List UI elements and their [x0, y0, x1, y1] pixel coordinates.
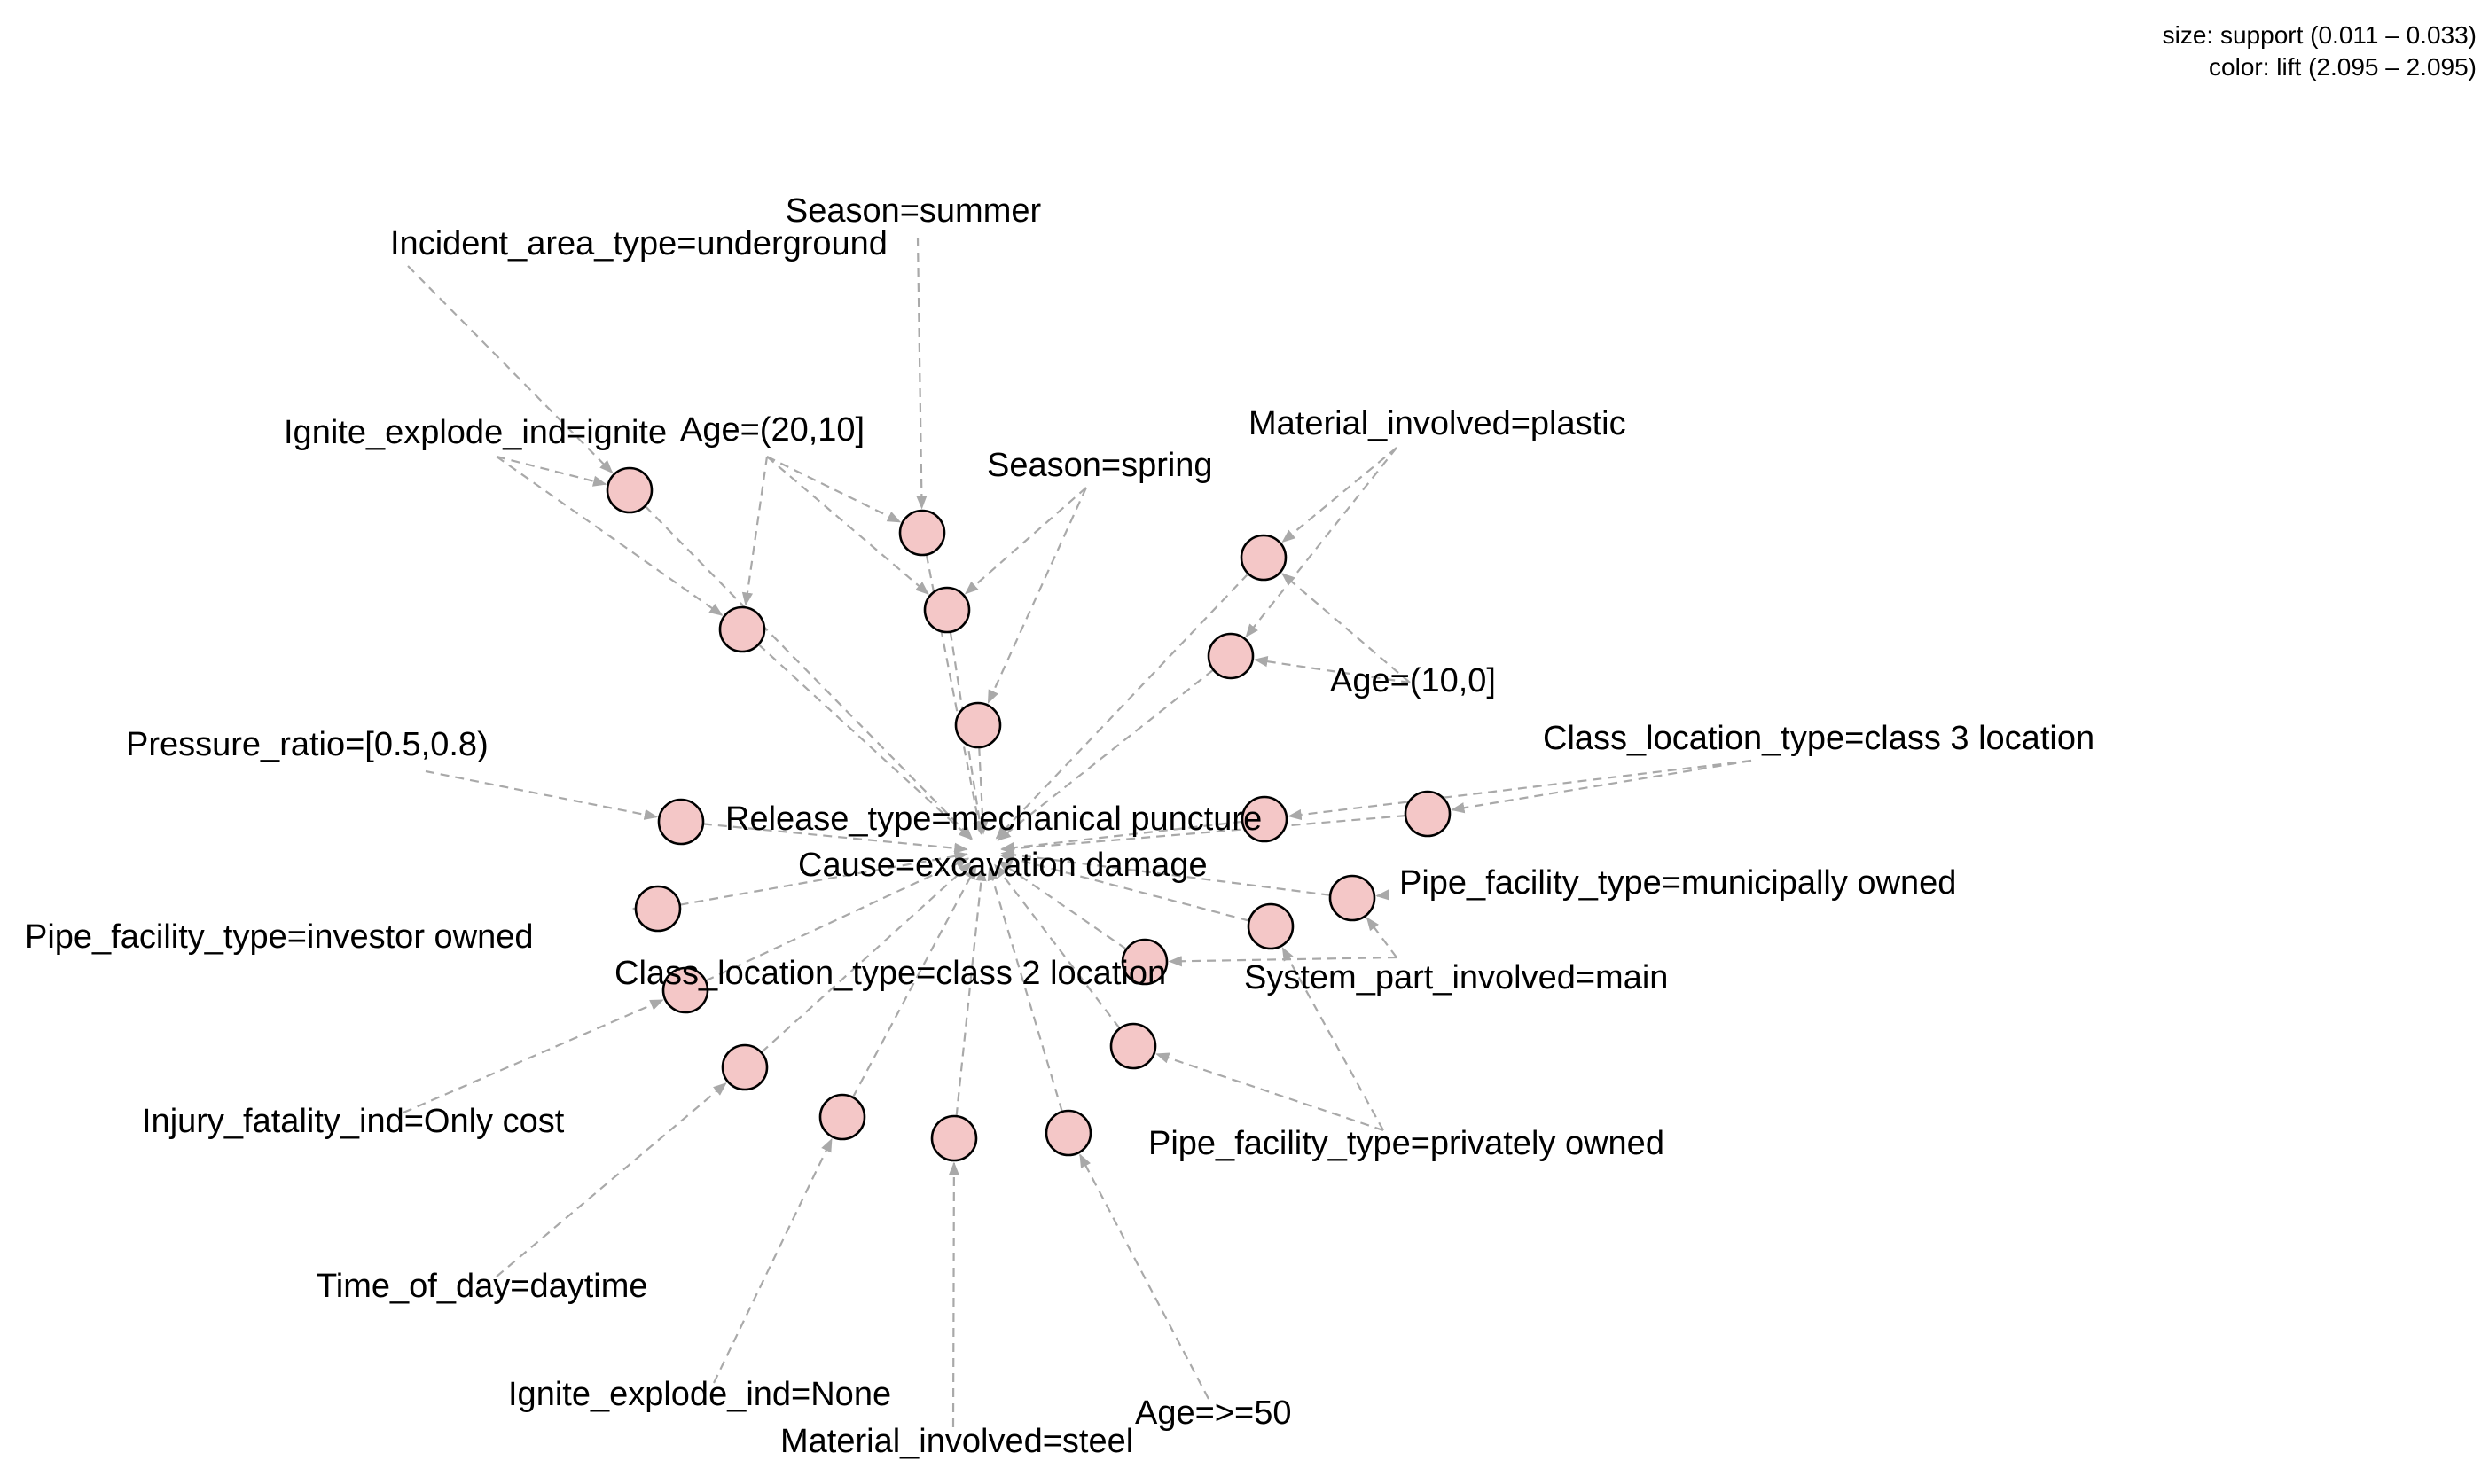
edge-item-to-rule: [1079, 1153, 1209, 1400]
edge-item-to-rule: [1245, 447, 1397, 638]
rule-node: [718, 605, 766, 653]
edge-item-to-rule: [766, 456, 929, 595]
rule-node: [1404, 790, 1452, 838]
edge-rule-to-consequent: [679, 850, 968, 906]
rule-node: [634, 885, 682, 933]
edge-rule-to-consequent: [644, 505, 974, 840]
edge-rule-to-consequent: [955, 867, 987, 1117]
edge-rule-to-consequent: [994, 863, 1121, 1029]
edge-rule-to-consequent: [851, 865, 977, 1098]
item-label: Injury_fatality_ind=Only cost: [142, 1103, 565, 1140]
edge-item-to-rule: [987, 487, 1088, 704]
item-label: System_part_involved=main: [1244, 959, 1668, 996]
rule-node: [1241, 795, 1288, 843]
edge-item-to-rule: [713, 1137, 833, 1384]
legend: size: support (0.011 – 0.033) color: lif…: [2163, 20, 2477, 83]
rule-node: [1240, 534, 1288, 582]
item-label: Pipe_facility_type=investor owned: [25, 918, 534, 956]
edge-item-to-rule: [964, 487, 1087, 595]
rule-node: [923, 586, 971, 634]
edge-item-to-rule: [741, 456, 769, 606]
edge-rule-to-consequent: [949, 631, 985, 835]
rule-node: [1045, 1109, 1092, 1157]
edge-item-to-rule: [1155, 1052, 1384, 1132]
edge-item-to-rule: [1366, 917, 1397, 958]
edge-rule-to-consequent: [1000, 814, 1406, 855]
rule-node: [606, 466, 654, 514]
edge-rule-to-consequent: [1000, 820, 1243, 854]
edge-item-to-rule: [1281, 947, 1384, 1131]
edge-item-to-rule: [1281, 573, 1411, 683]
legend-color: color: lift (2.095 – 2.095): [2209, 53, 2477, 81]
item-label: Ignite_explode_ind=None: [508, 1376, 891, 1413]
rule-node: [1121, 938, 1169, 986]
rule-node: [898, 509, 946, 557]
item-label: Time_of_day=daytime: [317, 1268, 648, 1305]
rule-node: [661, 966, 709, 1014]
rule-nodes-layer: [606, 466, 1452, 1162]
edge-item-to-rule: [948, 1161, 960, 1428]
item-label: Age=(20,10]: [680, 411, 865, 449]
rule-node: [1109, 1022, 1157, 1070]
item-label: Release_type=mechanical puncture: [725, 801, 1262, 838]
rule-node: [954, 701, 1002, 749]
rule-node: [930, 1114, 978, 1162]
edge-item-to-rule: [496, 1082, 727, 1277]
edge-rule-to-consequent: [760, 862, 973, 1054]
item-label: Incident_area_type=underground: [390, 225, 888, 262]
item-label: Pipe_facility_type=privately owned: [1148, 1125, 1664, 1162]
edge-rule-to-consequent: [987, 866, 1063, 1113]
item-label: Cause=excavation damage: [798, 847, 1208, 884]
item-label: Age=>=50: [1135, 1394, 1291, 1432]
edge-item-to-rule: [496, 455, 607, 487]
edges-layer: [403, 237, 1752, 1428]
rule-node: [1207, 632, 1255, 680]
edge-item-to-rule: [1451, 759, 1752, 814]
edge-item-to-rule: [1288, 759, 1752, 821]
item-label: Material_involved=plastic: [1248, 405, 1626, 442]
edge-rule-to-consequent: [1000, 849, 1331, 896]
edge-rule-to-consequent: [995, 573, 1249, 840]
item-label: Season=spring: [987, 447, 1213, 484]
legend-size: size: support (0.011 – 0.033): [2162, 21, 2477, 49]
edge-item-to-rule: [1281, 447, 1397, 543]
edge-rule-to-consequent: [705, 857, 970, 982]
edge-rule-to-consequent: [998, 860, 1128, 950]
item-label: Age=(10,0]: [1330, 662, 1496, 699]
edge-item-to-rule: [1375, 889, 1390, 901]
item-labels-layer: Incident_area_type=undergroundSeason=sum…: [25, 192, 2094, 1460]
edge-item-to-rule: [916, 237, 928, 510]
edge-item-to-rule: [1254, 656, 1411, 684]
edge-item-to-rule: [407, 265, 614, 474]
edge-item-to-rule: [425, 769, 659, 820]
item-label: Season=summer: [786, 192, 1042, 230]
rule-node: [657, 798, 705, 846]
rule-node: [1247, 902, 1295, 950]
item-label: Pressure_ratio=[0.5,0.8): [126, 726, 489, 763]
rule-node: [1328, 874, 1376, 922]
rule-node: [721, 1043, 769, 1091]
edge-item-to-rule: [766, 456, 902, 523]
item-label: Class_location_type=class 2 location: [614, 955, 1166, 992]
edge-item-to-rule: [496, 456, 724, 616]
rule-node: [818, 1093, 866, 1141]
item-label: Pipe_facility_type=municipally owned: [1399, 864, 1956, 902]
item-label: Ignite_explode_ind=ignite: [284, 414, 667, 451]
item-label: Material_involved=steel: [780, 1423, 1133, 1460]
edge-rule-to-consequent: [999, 853, 1250, 922]
edge-rule-to-consequent: [997, 668, 1215, 841]
item-label: Class_location_type=class 3 location: [1543, 720, 2094, 757]
edge-item-to-rule: [403, 999, 664, 1114]
edge-rule-to-consequent: [757, 644, 973, 840]
